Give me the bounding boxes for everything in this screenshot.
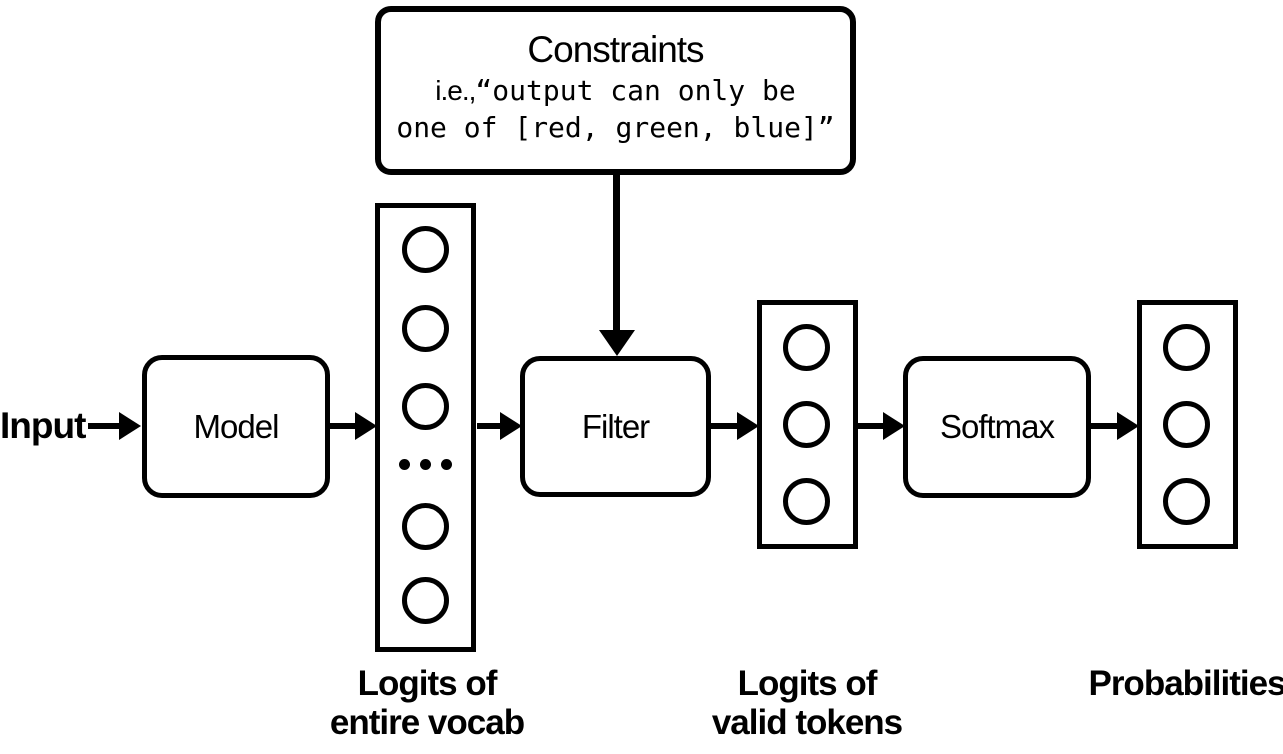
arrow-head-icon [119,412,141,440]
arrow-shaft [613,173,620,330]
dot-icon [441,459,452,470]
vocab-logits-label-line2: entire vocab [329,703,525,742]
probability-circle [1163,324,1210,371]
softmax-node: Softmax [903,356,1091,498]
filter-node-label: Filter [581,407,650,445]
arrow-head-icon [599,330,635,356]
arrow-shaft [477,423,502,429]
dot-icon [420,459,431,470]
constraints-example-line1: i.e.,“output can only be [381,72,850,109]
valid-logits-label-line1: Logits of [737,664,878,703]
logit-circle [402,383,449,430]
vocab-logits-label: Logits of entire vocab [267,664,587,742]
arrow-softmax-to-probabilities [1091,412,1139,440]
arrow-shaft [858,423,885,429]
logit-circle [783,324,830,371]
arrow-head-icon [1117,412,1139,440]
arrow-shaft [330,423,357,429]
logit-circle [402,503,449,550]
arrow-input-to-model [88,412,141,440]
filter-node: Filter [520,356,711,497]
arrow-valid-to-softmax [858,412,905,440]
valid-logits-column [757,300,858,549]
ellipsis-dots-icon [380,459,471,470]
model-node-label: Model [193,407,280,445]
logit-circle [402,226,449,273]
arrow-head-icon [883,412,905,440]
valid-logits-label: Logits of valid tokens [647,664,967,742]
arrow-head-icon [737,412,759,440]
probabilities-label: Probabilities [1088,664,1283,703]
logit-circle [402,577,449,624]
probabilities-column [1137,300,1238,549]
constraints-title: Constraints [527,29,704,70]
arrow-shaft [88,423,121,429]
arrow-shaft [1091,423,1119,429]
constraints-box: Constraints i.e.,“output can only be one… [375,6,856,175]
probability-circle [1163,478,1210,525]
probability-circle [1163,401,1210,448]
model-node: Model [142,355,330,498]
arrow-model-to-vocab-logits [330,412,377,440]
vocab-logits-label-line1: Logits of [357,664,498,703]
arrow-filter-to-valid-logits [711,412,759,440]
logit-circle [402,305,449,352]
arrow-head-icon [500,412,522,440]
vocab-logits-column [375,203,476,652]
input-label: Input [0,405,86,446]
constraints-prefix: i.e., [435,75,476,106]
softmax-node-label: Softmax [939,408,1055,445]
arrow-head-icon [355,412,377,440]
logit-circle [783,401,830,448]
arrow-vocab-to-filter [477,412,522,440]
logit-circle [783,478,830,525]
arrow-constraints-to-filter [599,173,635,356]
constraints-line1-mono: “output can only be [475,74,796,107]
arrow-shaft [711,423,739,429]
dot-icon [399,459,410,470]
constraints-example-line2: one of [red, green, blue]” [396,111,835,144]
valid-logits-label-line2: valid tokens [711,703,903,742]
